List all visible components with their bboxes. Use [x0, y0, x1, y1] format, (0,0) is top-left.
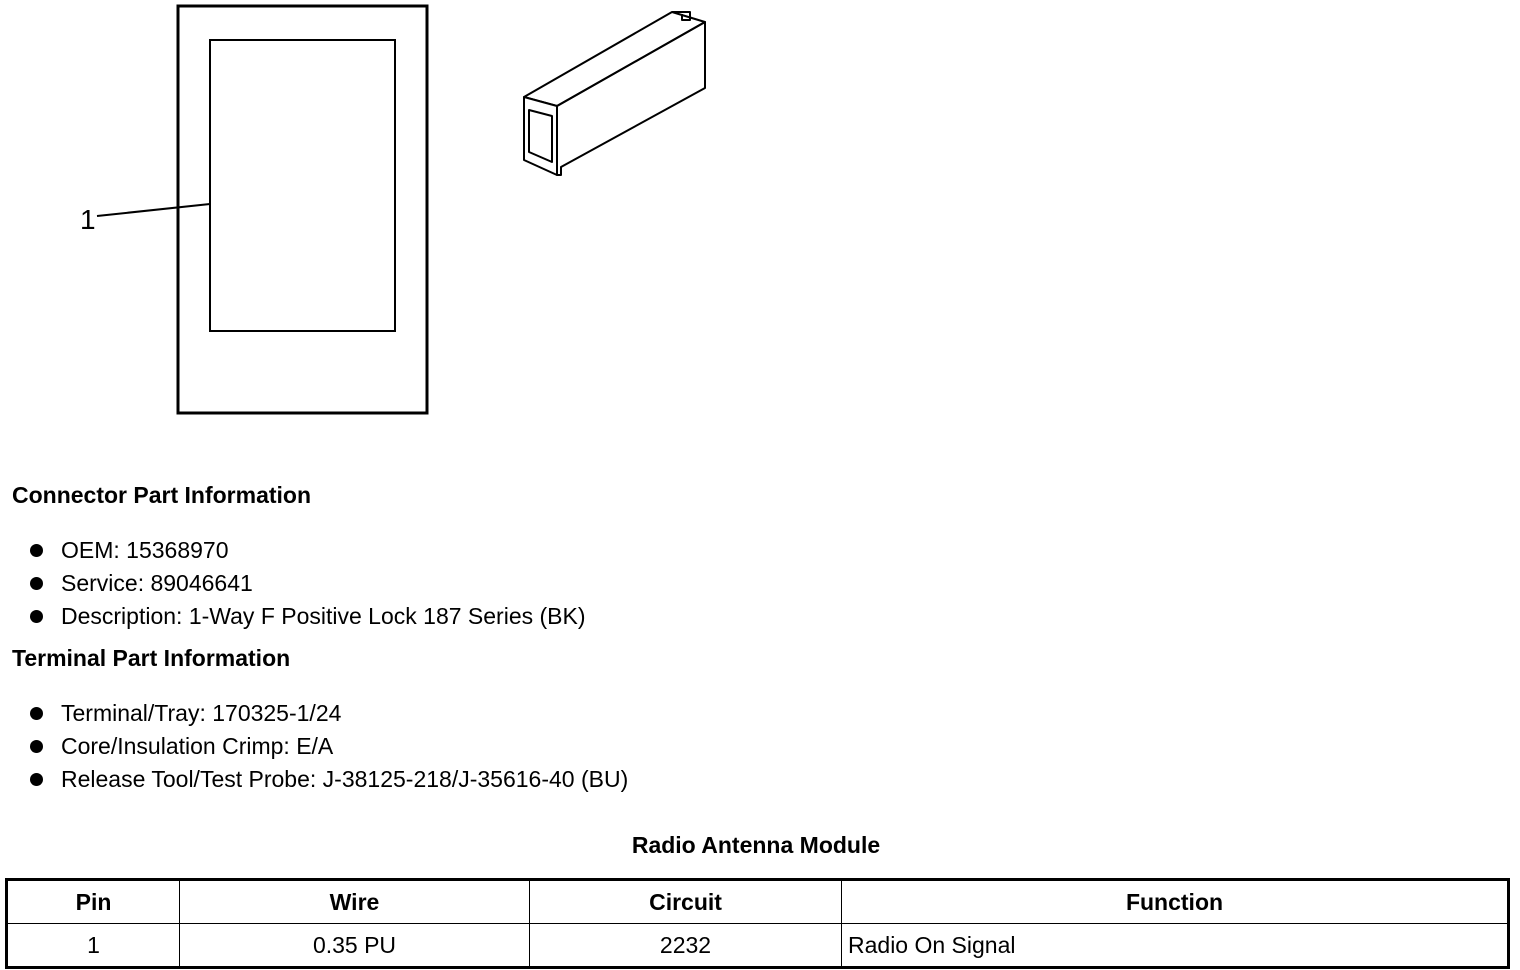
terminal-part-list: Terminal/Tray: 170325-1/24 Core/Insulati…	[30, 697, 628, 796]
bullet-icon	[30, 740, 43, 753]
table-header-row: Pin Wire Circuit Function	[6, 879, 1509, 924]
column-header-pin: Pin	[6, 879, 180, 924]
callout-label: 1	[80, 204, 96, 235]
list-item: Terminal/Tray: 170325-1/24	[30, 697, 628, 730]
list-item: Core/Insulation Crimp: E/A	[30, 730, 628, 763]
connector-diagram: 1	[80, 4, 706, 415]
callout-leader-line	[96, 203, 211, 217]
cell-wire: 0.35 PU	[179, 923, 530, 968]
terminal-drawing	[523, 11, 706, 176]
bullet-icon	[30, 707, 43, 720]
column-header-function: Function	[841, 879, 1509, 924]
connector-face-outer	[176, 4, 429, 415]
bullet-icon	[30, 773, 43, 786]
column-header-wire: Wire	[179, 879, 530, 924]
bullet-icon	[30, 577, 43, 590]
column-header-circuit: Circuit	[529, 879, 842, 924]
terminal-part-heading: Terminal Part Information	[12, 645, 291, 671]
pin-table: Pin Wire Circuit Function 1 0.35 PU 2232…	[5, 878, 1510, 969]
bullet-icon	[30, 544, 43, 557]
list-item: Description: 1-Way F Positive Lock 187 S…	[30, 600, 586, 633]
list-item: Service: 89046641	[30, 567, 586, 600]
cell-pin: 1	[6, 923, 180, 968]
list-item: OEM: 15368970	[30, 534, 586, 567]
list-item: Release Tool/Test Probe: J-38125-218/J-3…	[30, 763, 628, 796]
cell-function: Radio On Signal	[841, 923, 1509, 968]
connector-part-list: OEM: 15368970 Service: 89046641 Descript…	[30, 534, 586, 633]
connector-cavity	[209, 39, 396, 332]
table-title: Radio Antenna Module	[631, 832, 881, 858]
connector-part-heading: Connector Part Information	[12, 482, 312, 508]
cell-circuit: 2232	[529, 923, 842, 968]
bullet-icon	[30, 610, 43, 623]
table-row: 1 0.35 PU 2232 Radio On Signal	[6, 923, 1509, 968]
